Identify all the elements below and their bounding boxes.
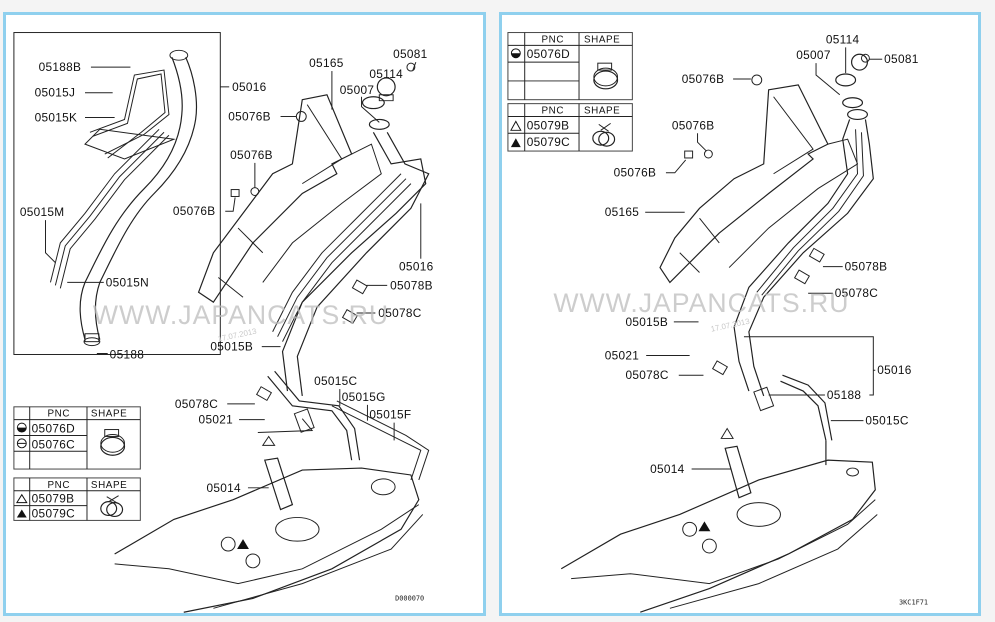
- label-05015B: 05015B: [210, 340, 253, 354]
- label-05188: 05188: [110, 347, 145, 361]
- svg-text:05079C: 05079C: [32, 506, 75, 520]
- label-05016: 05016: [877, 363, 912, 377]
- right-clamp-table-1: PNC SHAPE 05076D: [507, 32, 633, 101]
- label-05165: 05165: [605, 205, 640, 219]
- svg-text:SHAPE: SHAPE: [91, 409, 127, 420]
- label-05188: 05188: [827, 388, 862, 402]
- diagram-code: D000070: [395, 594, 424, 602]
- diagram-code: 3KC1F71: [899, 598, 928, 606]
- label-05076B-c: 05076B: [614, 166, 657, 180]
- inset-filler-pipe: [79, 49, 198, 347]
- label-05015M: 05015M: [20, 205, 65, 219]
- band-clamp-icon: [100, 429, 126, 456]
- label-05015G: 05015G: [342, 390, 386, 404]
- label-05021: 05021: [199, 413, 234, 427]
- label-05076B-c: 05076B: [173, 204, 216, 218]
- label-05015B: 05015B: [625, 315, 668, 329]
- open-triangle-icon: [15, 493, 28, 504]
- left-protector-bracket: [197, 94, 382, 303]
- label-05076B-a: 05076B: [682, 72, 725, 86]
- label-05078C-b: 05078C: [625, 368, 668, 382]
- left-parts-diagram: 05188B 05015J 05015K 05015M 05015N 05188: [13, 32, 434, 613]
- watermark-date: 17.07.2013: [710, 317, 751, 334]
- svg-text:SHAPE: SHAPE: [91, 480, 127, 491]
- label-05078C: 05078C: [378, 306, 421, 320]
- left-clamp-table-2: PNC SHAPE 05079B 05079C: [13, 477, 141, 521]
- label-05015N: 05015N: [106, 275, 149, 289]
- right-clamp-table-2: PNC SHAPE 05079B 05079C: [507, 103, 633, 152]
- svg-text:05079B: 05079B: [32, 492, 75, 506]
- label-05081: 05081: [884, 52, 919, 66]
- svg-text:05079B: 05079B: [527, 118, 570, 132]
- right-protector-bracket: [659, 84, 859, 284]
- label-05016: 05016: [232, 80, 267, 94]
- label-05078C-b: 05078C: [175, 397, 218, 411]
- label-05076B-b: 05076B: [230, 148, 273, 162]
- label-05015J: 05015J: [35, 86, 76, 100]
- right-filler-neck-pipe: [733, 73, 874, 397]
- right-hose-05014: [720, 427, 752, 499]
- half-filled-circle-icon: [16, 422, 27, 433]
- label-05081: 05081: [393, 47, 428, 61]
- spring-clamp-icon: [100, 495, 124, 518]
- right-small-parts: [684, 53, 870, 376]
- label-05076B-b: 05076B: [672, 118, 715, 132]
- left-filler-neck-pipe: [272, 96, 430, 397]
- label-05014: 05014: [650, 462, 685, 476]
- inset-breather-hoses: [49, 69, 176, 289]
- watermark: WWW.JAPANCATS.RU: [93, 300, 389, 330]
- label-05078B: 05078B: [390, 278, 433, 292]
- left-fuel-tank: [114, 467, 424, 613]
- label-05007: 05007: [340, 83, 374, 97]
- right-diagram-panel: PNC SHAPE 05076D PNC SHAPE 05079B 05079C: [499, 12, 981, 616]
- spring-clamp-icon: [592, 122, 616, 147]
- left-clamp-table-1: PNC SHAPE 05076D 05076C: [13, 406, 141, 470]
- label-05188B: 05188B: [39, 60, 82, 74]
- left-labels: 05016 05165 05081 05114 05007 05076B 050…: [173, 47, 434, 495]
- inset-labels: 05188B 05015J 05015K 05015M 05015N 05188: [20, 60, 149, 361]
- svg-text:05076D: 05076D: [32, 422, 75, 436]
- svg-text:PNC: PNC: [47, 480, 70, 491]
- right-lower-hoses: [753, 374, 833, 441]
- filled-triangle-icon: [16, 509, 27, 518]
- label-05114: 05114: [826, 32, 860, 46]
- svg-text:05079C: 05079C: [527, 135, 570, 149]
- label-05114: 05114: [369, 67, 403, 81]
- label-05014: 05014: [206, 481, 241, 495]
- svg-text:PNC: PNC: [47, 409, 70, 420]
- label-05165: 05165: [309, 56, 344, 70]
- label-05076B-a: 05076B: [228, 109, 271, 123]
- label-05007: 05007: [796, 48, 830, 62]
- label-05078C: 05078C: [835, 286, 878, 300]
- inset-box: [13, 32, 221, 355]
- svg-text:05076C: 05076C: [32, 437, 75, 451]
- left-small-parts: [230, 62, 416, 402]
- left-lower-hoses: [267, 370, 430, 481]
- half-filled-circle-icon: [510, 48, 521, 59]
- svg-text:SHAPE: SHAPE: [584, 34, 620, 45]
- filled-triangle-icon: [510, 138, 521, 148]
- right-parts-diagram: PNC SHAPE 05076D PNC SHAPE 05079B 05079C: [507, 32, 928, 613]
- open-triangle-icon: [510, 120, 522, 131]
- label-05016-b: 05016: [399, 260, 434, 274]
- svg-text:PNC: PNC: [542, 106, 565, 117]
- svg-text:SHAPE: SHAPE: [584, 106, 620, 117]
- label-05015C: 05015C: [865, 414, 908, 428]
- band-clamp-icon: [593, 62, 619, 90]
- svg-text:05076D: 05076D: [527, 47, 570, 61]
- left-diagram-panel: 05188B 05015J 05015K 05015M 05015N 05188: [3, 12, 486, 616]
- label-05015F: 05015F: [369, 408, 411, 422]
- label-05015C: 05015C: [314, 374, 357, 388]
- watermark: WWW.JAPANCATS.RU: [553, 288, 849, 318]
- label-05015K: 05015K: [35, 110, 78, 124]
- left-hose-05014: [257, 418, 314, 511]
- label-05078B: 05078B: [845, 260, 888, 274]
- right-fuel-tank: [560, 440, 878, 613]
- label-05021: 05021: [605, 348, 640, 362]
- minus-circle-icon: [16, 438, 27, 449]
- right-labels: 05114 05007 05081 05076B 05076B 05076B 0…: [605, 32, 919, 476]
- svg-text:PNC: PNC: [542, 34, 565, 45]
